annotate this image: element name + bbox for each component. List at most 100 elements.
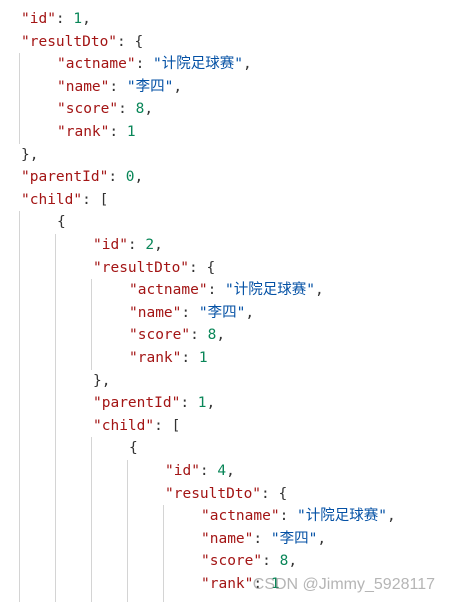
json-number-value: 1	[198, 350, 208, 366]
json-number-value: 8	[135, 101, 145, 118]
json-punctuation: : {	[189, 259, 216, 276]
json-punctuation: ,	[226, 463, 235, 479]
json-punctuation: :	[181, 350, 199, 366]
csdn-watermark: CSDN @Jimmy_5928117	[252, 576, 435, 593]
json-line: {	[57, 211, 66, 233]
json-punctuation: ,	[288, 553, 298, 570]
json-line: "score": 8,	[57, 98, 153, 120]
json-punctuation: :	[109, 78, 127, 95]
json-number-value: 4	[217, 463, 227, 479]
json-line: {	[129, 437, 138, 459]
json-key: "parentId"	[21, 169, 109, 186]
json-key: "id"	[93, 237, 128, 253]
json-number-value: 0	[125, 169, 135, 186]
json-punctuation: ,	[173, 78, 183, 95]
json-number-value: 8	[207, 327, 217, 344]
json-line: },	[93, 370, 110, 392]
json-punctuation: },	[93, 372, 111, 389]
indent-guide	[19, 53, 20, 144]
json-line: "name": "李四",	[201, 528, 326, 550]
json-punctuation: :	[108, 169, 126, 186]
json-punctuation: ,	[206, 395, 216, 412]
json-key: "resultDto"	[165, 485, 262, 502]
json-key: "score"	[201, 553, 263, 570]
json-line: "id": 1,	[21, 8, 91, 30]
json-punctuation: ,	[387, 508, 396, 525]
json-string-value: "李四"	[270, 530, 318, 547]
json-punctuation: },	[21, 146, 39, 163]
json-punctuation: ,	[243, 56, 252, 73]
json-line: "actname": "计院足球赛",	[201, 505, 396, 527]
json-punctuation: : {	[261, 485, 288, 502]
json-key: "actname"	[57, 56, 136, 73]
json-key: "id"	[165, 463, 200, 479]
json-string-value: "李四"	[126, 78, 174, 95]
json-key: "resultDto"	[21, 33, 118, 50]
json-line: "child": [	[93, 415, 180, 437]
indent-guide	[55, 234, 56, 602]
json-line: },	[21, 144, 38, 166]
json-key: "child"	[93, 417, 155, 434]
json-number-value: 1	[126, 124, 136, 140]
json-punctuation: ,	[134, 169, 144, 186]
json-line: "parentId": 0,	[21, 166, 143, 188]
json-line: "resultDto": {	[21, 31, 143, 53]
json-key: "rank"	[57, 124, 110, 140]
json-number-value: 1	[270, 576, 280, 592]
json-punctuation: ,	[154, 237, 163, 253]
json-punctuation: :	[118, 101, 136, 118]
json-key: "rank"	[201, 576, 254, 592]
json-punctuation: ,	[82, 11, 91, 27]
json-key: "actname"	[129, 282, 208, 299]
json-punctuation: :	[127, 237, 146, 253]
json-punctuation: :	[181, 304, 199, 321]
json-line: "resultDto": {	[93, 257, 215, 279]
json-punctuation: :	[279, 508, 298, 525]
json-number-value: 1	[73, 11, 83, 27]
json-punctuation: :	[262, 553, 280, 570]
json-line: "actname": "计院足球赛",	[129, 279, 324, 301]
json-key: "score"	[57, 101, 119, 118]
json-line: "parentId": 1,	[93, 392, 215, 414]
json-line: "score": 8,	[201, 550, 297, 572]
json-punctuation: :	[190, 327, 208, 344]
json-punctuation: : [	[154, 417, 181, 434]
json-number-value: 2	[145, 237, 155, 253]
json-punctuation: : [	[82, 191, 109, 208]
json-string-value: "计院足球赛"	[153, 56, 244, 73]
json-number-value: 8	[279, 553, 289, 570]
json-line: "name": "李四",	[57, 76, 182, 98]
json-key: "id"	[21, 11, 56, 27]
json-line: "rank": 1	[201, 573, 280, 595]
json-punctuation: ,	[216, 327, 226, 344]
json-punctuation: ,	[245, 304, 255, 321]
json-punctuation: {	[57, 214, 66, 231]
json-key: "name"	[129, 304, 182, 321]
json-line: "rank": 1	[57, 121, 136, 143]
json-string-value: "计院足球赛"	[297, 508, 388, 525]
json-punctuation: ,	[315, 282, 324, 299]
indent-guide	[91, 437, 92, 602]
json-line: "resultDto": {	[165, 483, 287, 505]
indent-guide	[163, 505, 164, 602]
json-key: "actname"	[201, 508, 280, 525]
json-punctuation: :	[55, 11, 74, 27]
indent-guide	[19, 211, 20, 602]
json-line: "id": 4,	[165, 460, 235, 482]
json-key: "name"	[201, 530, 254, 547]
json-line: "name": "李四",	[129, 302, 254, 324]
json-punctuation: ,	[144, 101, 154, 118]
json-punctuation: {	[129, 440, 138, 457]
json-punctuation: :	[180, 395, 198, 412]
json-line: "rank": 1	[129, 347, 208, 369]
json-punctuation: ,	[317, 530, 327, 547]
json-key: "child"	[21, 191, 83, 208]
json-string-value: "李四"	[198, 304, 246, 321]
indent-guide	[91, 279, 92, 370]
json-punctuation: :	[253, 576, 271, 592]
json-key: "parentId"	[93, 395, 181, 412]
json-key: "rank"	[129, 350, 182, 366]
json-key: "score"	[129, 327, 191, 344]
json-key: "name"	[57, 78, 110, 95]
